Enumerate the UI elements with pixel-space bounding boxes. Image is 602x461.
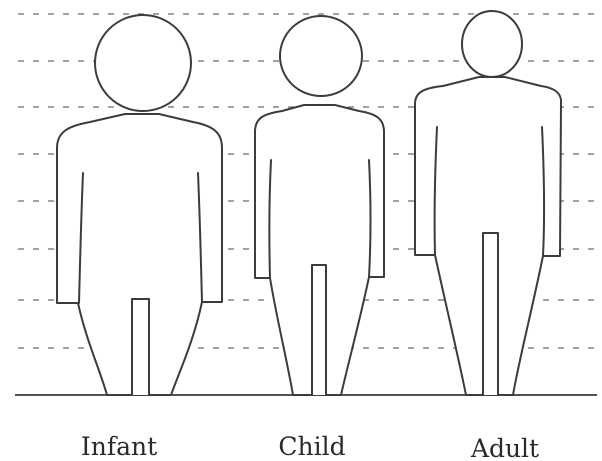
adult-legs (483, 233, 498, 395)
child-head (280, 16, 362, 96)
child-label: Child (278, 432, 345, 461)
adult-label: Adult (470, 434, 539, 461)
child-figure (255, 16, 384, 395)
infant-label: Infant (81, 432, 157, 461)
adult-figure (415, 11, 561, 395)
infant-head (95, 15, 191, 111)
infant-figure (57, 15, 222, 395)
adult-head (462, 11, 522, 77)
infant-legs (132, 299, 149, 395)
child-legs (312, 265, 326, 395)
